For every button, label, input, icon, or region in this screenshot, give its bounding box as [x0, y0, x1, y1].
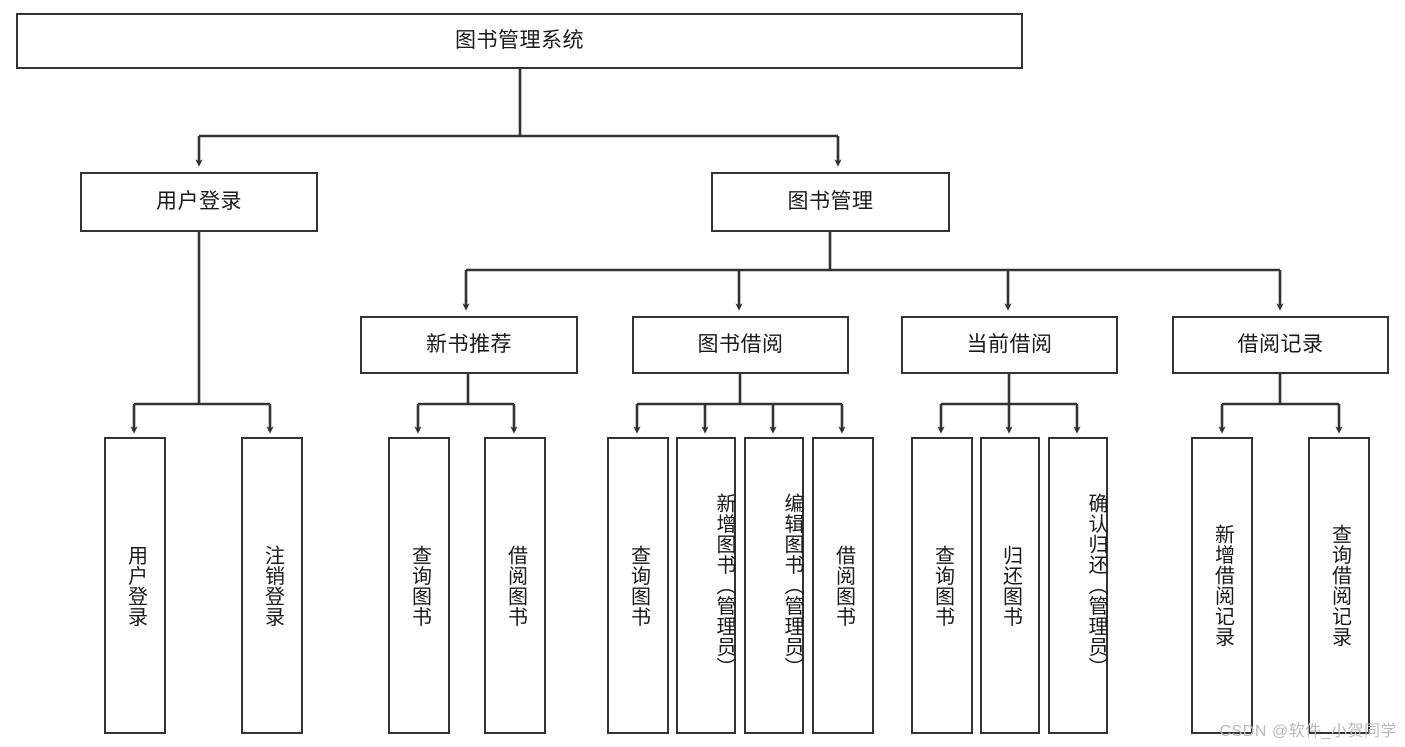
node-root-book-management-system[interactable]: 图书管理系统 — [16, 13, 1023, 69]
leaf-return-book[interactable]: 归还图书 — [980, 437, 1040, 734]
leaf-user-login[interactable]: 用户登录 — [104, 437, 166, 734]
node-user-login[interactable]: 用户登录 — [80, 172, 318, 232]
node-new-book-recommend[interactable]: 新书推荐 — [360, 316, 578, 374]
leaf-edit-book-admin[interactable]: 编辑图书（管理员） — [744, 437, 804, 734]
node-borrow-record[interactable]: 借阅记录 — [1172, 316, 1389, 374]
node-current-borrow[interactable]: 当前借阅 — [901, 316, 1118, 374]
leaf-query-book-borrow[interactable]: 查询图书 — [607, 437, 669, 734]
leaf-query-borrow-record[interactable]: 查询借阅记录 — [1308, 437, 1370, 734]
leaf-add-book-admin[interactable]: 新增图书（管理员） — [676, 437, 736, 734]
leaf-logout-login[interactable]: 注销登录 — [241, 437, 303, 734]
leaf-add-borrow-record[interactable]: 新增借阅记录 — [1191, 437, 1253, 734]
leaf-borrow-book-recommend[interactable]: 借阅图书 — [484, 437, 546, 734]
leaf-query-book-recommend[interactable]: 查询图书 — [388, 437, 450, 734]
leaf-borrow-book-borrow[interactable]: 借阅图书 — [812, 437, 874, 734]
node-book-management[interactable]: 图书管理 — [711, 172, 950, 232]
csdn-watermark: CSDN @软件_小贺同学 — [1219, 723, 1397, 740]
leaf-confirm-return-admin[interactable]: 确认归还（管理员） — [1048, 437, 1108, 734]
node-book-borrow[interactable]: 图书借阅 — [632, 316, 849, 374]
leaf-query-book-current[interactable]: 查询图书 — [911, 437, 973, 734]
